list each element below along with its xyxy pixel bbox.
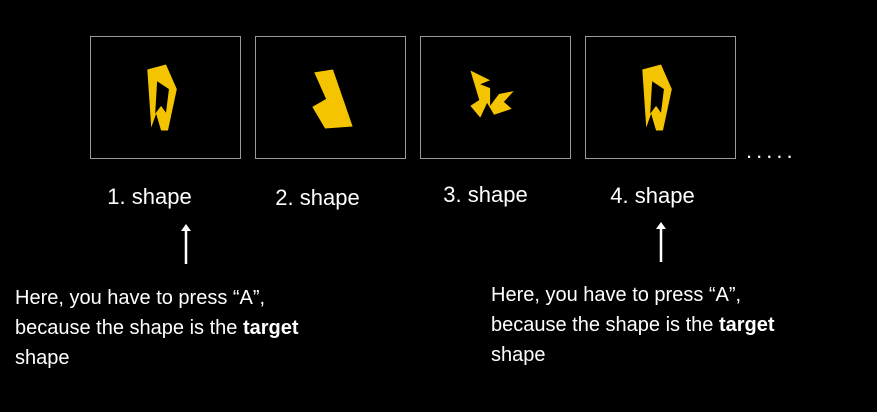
- note-emphasis: target: [718, 314, 775, 336]
- continuation-dots: .....: [746, 138, 797, 163]
- stimulus-frame-3: [420, 36, 571, 159]
- note-line-2-text: because the shape is the: [15, 317, 243, 339]
- stimulus-frame-2: [255, 36, 406, 159]
- up-arrow-icon: [656, 222, 666, 262]
- instruction-note-left: Here, you have to press “A”, because the…: [15, 283, 375, 373]
- note-emphasis: target: [242, 317, 299, 339]
- distractor-shape-icon: [312, 69, 353, 129]
- target-shape-icon: [642, 64, 672, 131]
- instruction-note-right: Here, you have to press “A”, because the…: [491, 280, 851, 370]
- note-line-1: Here, you have to press “A”,: [15, 287, 266, 309]
- caption-shape-1: 1. shape: [107, 184, 192, 209]
- note-line-2: because the shape is the target: [15, 313, 375, 343]
- stimulus-frame-4: [585, 36, 736, 159]
- up-arrow-icon: [181, 224, 191, 264]
- target-shape-icon: [147, 64, 177, 131]
- note-line-2-text: because the shape is the: [491, 314, 719, 336]
- caption-shape-4: 4. shape: [610, 183, 695, 208]
- caption-shape-3: 3. shape: [443, 182, 528, 207]
- note-line-3: shape: [15, 347, 70, 369]
- caption-shape-2: 2. shape: [275, 185, 360, 210]
- distractor-shape-jagged-icon: [470, 70, 514, 118]
- stimulus-frame-1: [90, 36, 241, 159]
- note-line-3: shape: [491, 344, 546, 366]
- note-line-2: because the shape is the target: [491, 310, 851, 340]
- note-line-1: Here, you have to press “A”,: [491, 284, 742, 306]
